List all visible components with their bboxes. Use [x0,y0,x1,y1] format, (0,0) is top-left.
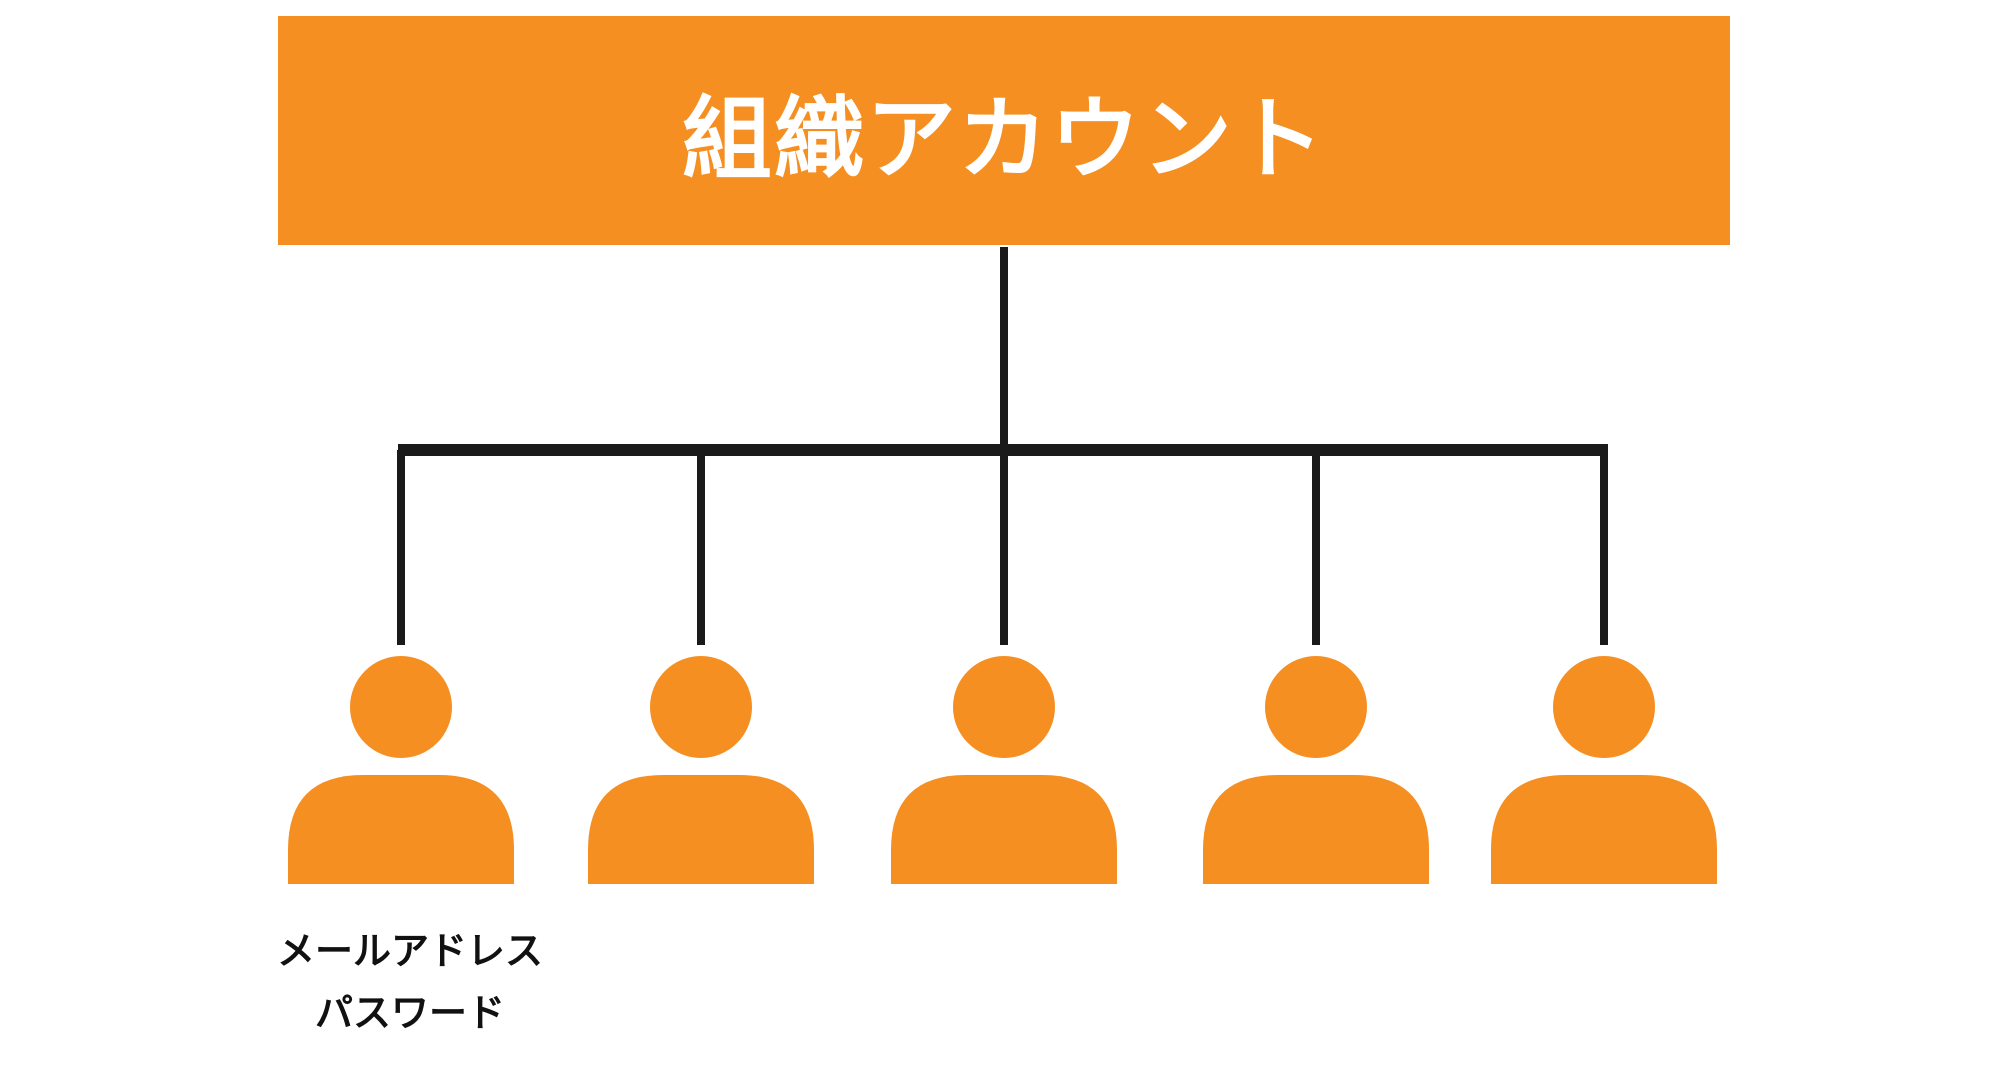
caption-email-label: メールアドレス [276,929,543,973]
root-account-box: 組織アカウント [278,16,1730,245]
person-icon-body-4 [1203,775,1429,884]
person-icon-body-3 [891,775,1117,884]
caption-password-label: パスワード [314,991,505,1035]
member-caption: メールアドレス パスワード [250,920,570,1044]
person-icon-head-5 [1553,656,1655,758]
person-icon-body-2 [588,775,814,884]
person-icon-body-1 [288,775,514,884]
person-icon-body-5 [1491,775,1717,884]
person-icon-head-4 [1265,656,1367,758]
person-icon-head-2 [650,656,752,758]
root-account-title: 組織アカウント [682,86,1326,192]
person-icon-head-1 [350,656,452,758]
person-icon-head-3 [953,656,1055,758]
